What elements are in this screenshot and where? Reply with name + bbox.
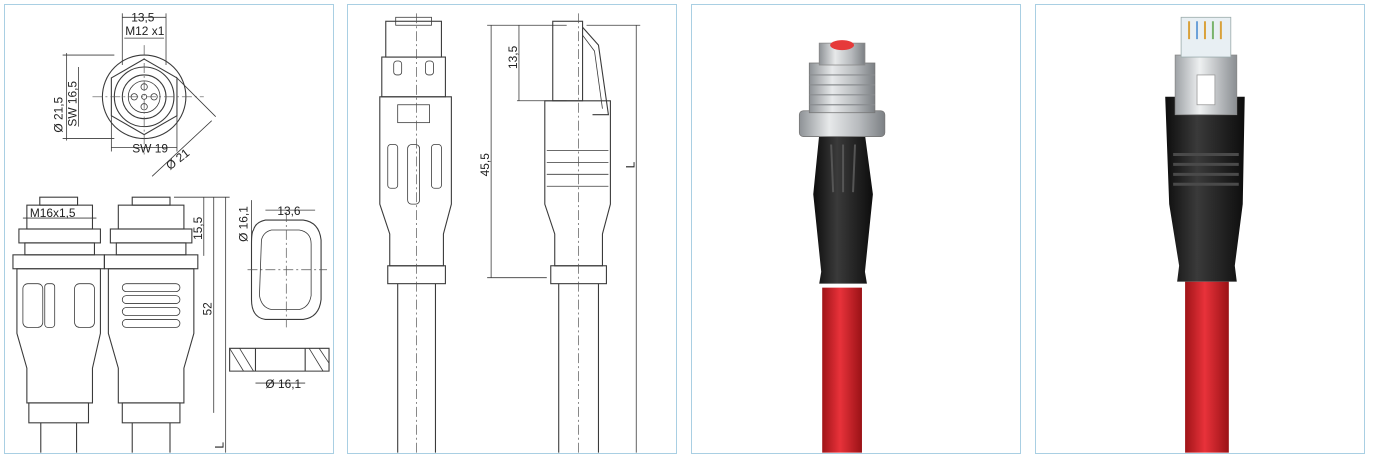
m12-photo-svg [798,40,886,453]
mid-grip [121,283,181,293]
m12-drawing-svg: 13,5 M12 x1 Ø 21,5 SW 16,5 SW 19 Ø 21 M1… [12,10,330,453]
dim-ext [175,76,216,117]
rj45-product-photo-panel [1035,4,1365,454]
metal-flange [798,110,886,137]
front-plug-head [385,20,442,58]
left-plate [12,254,105,270]
left-nut [24,242,96,256]
left-grip [74,283,95,328]
rj45-connector-drawing-panel: 13,5 45,5 L [347,4,677,454]
rj45-drawing-svg: 13,5 45,5 L [379,13,641,453]
mid-plate [103,254,199,270]
red-cap [830,40,855,51]
mid-thread [117,204,185,230]
front-boot-body [379,96,452,267]
front-grip [387,144,399,189]
dim-13-5-label: 13,5 [506,45,520,69]
mid-grip [121,307,181,316]
left-body [16,268,101,404]
front-plug-top [395,16,432,26]
latch [1196,74,1216,106]
housing-groove [852,144,856,193]
front-latch [393,60,403,76]
dim-52-label: 52 [201,302,215,316]
dim-15-5-label: 15,5 [191,216,205,240]
side-boot-body [544,100,611,267]
mid-grip [121,295,181,304]
red-cable [822,287,862,453]
dim-sw19-label: SW 19 [132,141,168,155]
front-latch [425,60,434,76]
dim-21-line [151,120,213,177]
m12-connector-drawing-panel: 13,5 M12 x1 Ø 21,5 SW 16,5 SW 19 Ø 21 M1… [4,4,334,454]
mid-grip [121,319,181,328]
panel-cutout-inner [259,229,312,310]
rj45-photo-svg [1165,16,1245,453]
dim-m16-label: M16x1,5 [30,206,76,220]
mid-boot [121,402,181,424]
left-grip [22,283,44,328]
dim-16-1-bottom-label: Ø 16,1 [265,377,301,391]
dim-L-label: L [213,442,227,449]
dim-45-5-label: 45,5 [478,153,492,177]
dim-13-6-label: 13,6 [277,204,301,218]
front-window [397,104,430,124]
left-flange [18,228,101,244]
red-cable [1185,281,1229,453]
side-plug-head [552,20,584,102]
dim-m12-label: M12 x1 [125,24,164,38]
mid-nut [115,242,187,256]
mid-body [107,268,195,404]
dim-L-label: L [623,161,637,168]
front-grip [431,144,442,189]
side-latch [582,26,610,116]
section-outline [229,347,330,372]
m12-product-photo-panel [691,4,1021,454]
black-boot [1165,96,1245,282]
left-grip [44,283,56,328]
housing-groove [830,144,835,193]
dim-21-5-label: Ø 21,5 [52,96,66,132]
mid-cap-top [131,196,171,206]
left-boot [28,402,90,424]
front-plug-body [381,56,446,98]
front-grip-center [407,144,420,205]
mid-flange [109,228,193,244]
black-housing [813,134,873,284]
dim-sw16-5-label: SW 16,5 [66,81,80,127]
dim-16-1-top-label: Ø 16,1 [237,206,251,242]
left-cap-top [39,196,79,206]
side-latch-inner [582,34,603,109]
dim-13-5-label: 13,5 [131,10,155,24]
section-hatch [229,348,330,372]
